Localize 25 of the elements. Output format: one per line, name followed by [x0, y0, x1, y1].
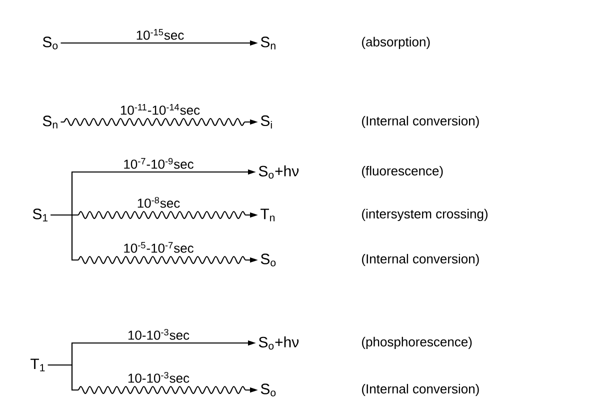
state-label: S$_{o}$: [42, 36, 58, 50]
edge-label: 10$^{-15}$sec: [136, 29, 184, 40]
state-label: S$_{i}$: [260, 115, 272, 129]
state-label: S$_{o}$+hν: [258, 336, 299, 350]
process-label: (Internal conversion): [362, 254, 479, 266]
process-label: (intersystem crossing): [362, 208, 488, 222]
state-label: S$_{1}$: [32, 208, 48, 222]
state-label: T$_{1}$: [30, 358, 45, 372]
edge-label: 10$^{-7}$-10$^{-9}$sec: [124, 158, 194, 169]
state-label: S$_{n}$: [42, 116, 58, 128]
state-label: S$_{o}$+hν: [258, 165, 299, 179]
state-label: S$_{o}$: [260, 254, 276, 266]
edge-label: 10-10$^{-3}$sec: [128, 372, 190, 383]
edge-label: 10$^{-8}$sec: [138, 196, 180, 208]
edge-label: 10$^{-5}$-10$^{-7}$sec: [124, 242, 194, 253]
process-label: (fluorescence): [362, 166, 443, 178]
edge-label: 10$^{-11}$-10$^{-14}$sec: [120, 104, 200, 115]
edge-label: 10-10$^{-3}$sec: [128, 328, 190, 340]
process-label: (Internal conversion): [362, 384, 479, 396]
process-label: (Internal conversion): [362, 116, 479, 128]
state-label: T$_{n}$: [260, 208, 275, 222]
state-label: S$_{o}$: [260, 384, 276, 396]
process-label: (absorption): [362, 36, 430, 50]
process-label: (phosphorescence): [362, 336, 472, 350]
state-label: S$_{n}$: [260, 36, 276, 50]
